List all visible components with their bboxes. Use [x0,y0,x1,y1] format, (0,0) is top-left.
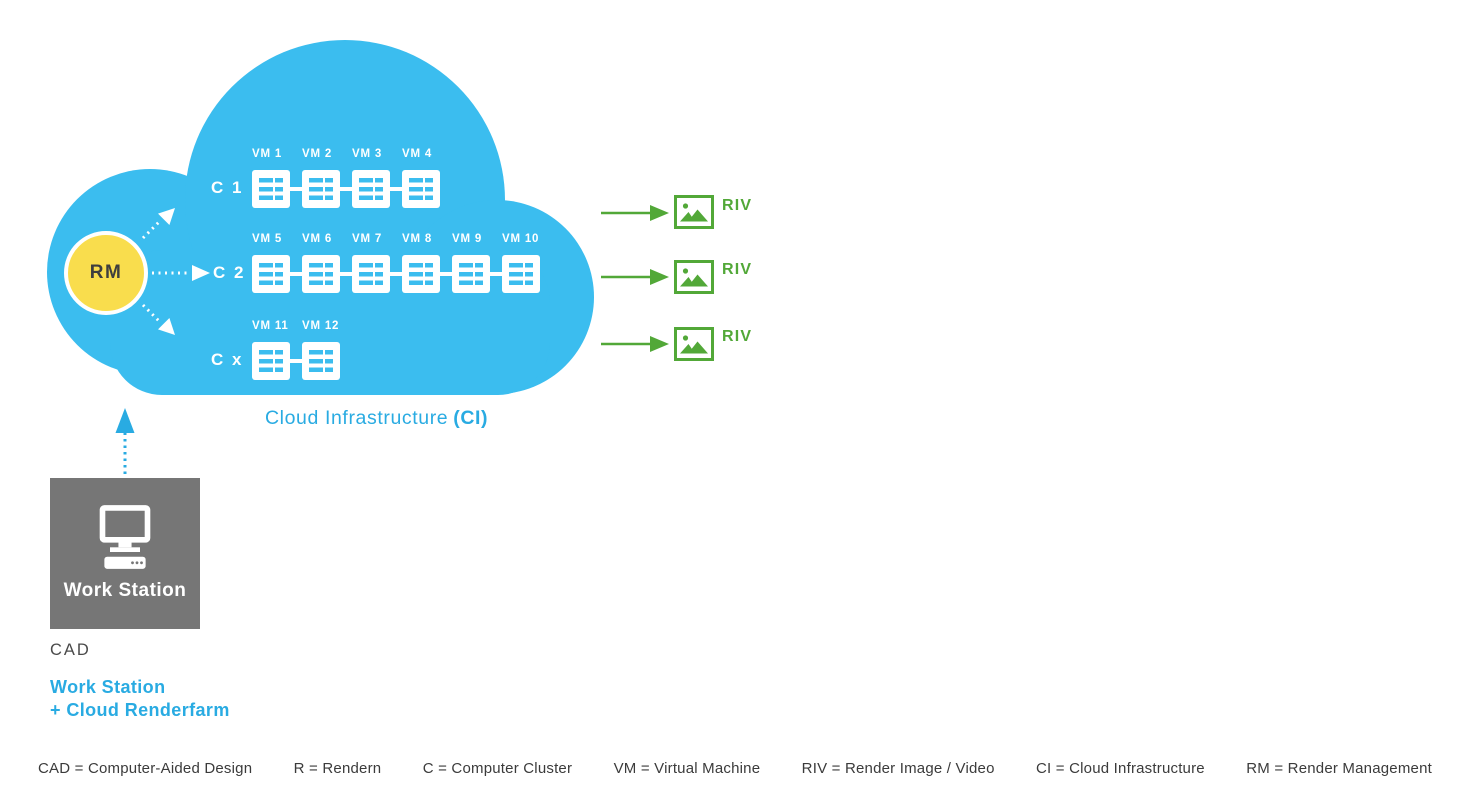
vm-label: VM 4 [402,148,433,160]
workstation-caption: Work Station + Cloud Renderfarm [50,676,230,721]
riv-label: RIV [722,328,753,345]
rm-to-c2-arrow [152,265,210,281]
cluster-c1-label: C 1 [211,178,244,197]
cluster-c1-row: VM 1 VM 2 VM 3 VM 4 [252,148,440,208]
vm-label: VM 6 [302,233,333,245]
rm-to-c1-arrow [141,208,175,240]
render-arrow-icon [601,205,669,221]
vm-label: VM 1 [252,148,283,160]
cad-label: CAD [50,641,91,659]
vm-unit: VM 9 [452,233,502,293]
vm-server-icon [302,170,340,208]
riv-label: RIV [722,261,753,278]
workstation-box: Work Station [50,478,200,629]
image-icon [674,260,714,294]
legend-item-vm: VM = Virtual Machine [613,760,761,777]
vm-server-icon [452,255,490,293]
render-arrow-icon [601,336,669,352]
workstation-label: Work Station [63,580,187,601]
vm-unit: VM 8 [402,233,452,293]
workstation-caption-line1: Work Station [50,677,166,697]
cluster-c2-label: C 2 [213,263,246,282]
vm-server-icon [302,342,340,380]
cloud-caption-abbr: (CI) [453,407,489,429]
vm-unit: VM 5 [252,233,302,293]
vm-label: VM 10 [502,233,540,245]
legend-item-rm: RM = Render Management [1246,760,1432,777]
vm-server-icon [402,170,440,208]
vm-unit: VM 10 [502,233,540,293]
vm-unit: VM 3 [352,148,402,208]
rm-label: RM [89,262,123,283]
riv-label: RIV [722,197,753,214]
cluster-c2-row: VM 5 VM 6 VM 7 VM 8 VM 9 VM 10 [252,233,540,293]
vm-unit: VM 11 [252,320,302,380]
legend-item-riv: RIV = Render Image / Video [801,760,995,777]
vm-server-icon [302,255,340,293]
vm-label: VM 11 [252,320,289,332]
vm-unit: VM 2 [302,148,352,208]
legend-item-r: R = Rendern [293,760,382,777]
cluster-cx-row: VM 11 VM 12 [252,320,340,380]
vm-label: VM 12 [302,320,340,332]
vm-unit: VM 1 [252,148,302,208]
vm-unit: VM 6 [302,233,352,293]
vm-server-icon [352,255,390,293]
render-arrow-icon [601,269,669,285]
image-icon [674,327,714,361]
image-icon [674,195,714,229]
cluster-cx-label: C x [211,350,244,369]
vm-server-icon [252,255,290,293]
vm-unit: VM 4 [402,148,440,208]
vm-server-icon [252,342,290,380]
vm-server-icon [252,170,290,208]
legend-item-cad: CAD = Computer-Aided Design [38,760,253,777]
legend-item-c: C = Computer Cluster [422,760,573,777]
vm-unit: VM 7 [352,233,402,293]
workstation-to-cloud-arrow [115,408,135,474]
vm-label: VM 5 [252,233,283,245]
legend-item-ci: CI = Cloud Infrastructure [1036,760,1205,777]
cloud-caption: Cloud Infrastructure(CI) [265,407,488,430]
vm-server-icon [502,255,540,293]
monitor-icon [99,505,151,569]
rm-node: RM [64,231,148,315]
vm-label: VM 7 [352,233,383,245]
vm-label: VM 9 [452,233,483,245]
vm-server-icon [352,170,390,208]
workstation-caption-line2: + Cloud Renderfarm [50,699,230,720]
rm-to-cx-arrow [141,303,175,335]
vm-label: VM 2 [302,148,333,160]
vm-server-icon [402,255,440,293]
vm-label: VM 3 [352,148,383,160]
cloud-caption-text: Cloud Infrastructure [265,407,449,429]
vm-unit: VM 12 [302,320,340,380]
vm-label: VM 8 [402,233,433,245]
legend: CAD = Computer-Aided Design R = Rendern … [38,760,1432,777]
